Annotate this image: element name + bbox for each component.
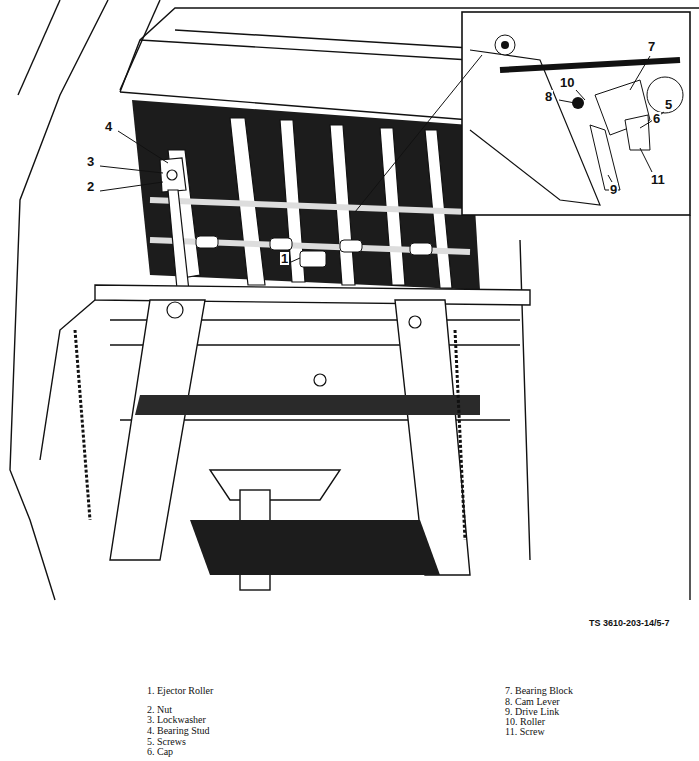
roller-hubs (196, 236, 432, 267)
callout-number: 4 (104, 120, 113, 133)
callout-number: 11 (650, 173, 666, 186)
detail-inset (462, 12, 690, 215)
part-entry: 6. Cap (147, 747, 173, 757)
drive-chains (75, 330, 465, 540)
part-entry: 9. Drive Link (505, 707, 559, 717)
bearing-stud (160, 158, 190, 300)
part-entry: 2. Nut (147, 705, 172, 715)
part-entry: 8. Cam Lever (505, 697, 560, 707)
callout-number: 8 (544, 90, 553, 103)
part-entry: 4. Bearing Stud (147, 726, 210, 736)
callout-number: 7 (647, 40, 656, 53)
callout-number: 10 (559, 76, 575, 89)
brush (135, 395, 480, 415)
callout-number: 2 (86, 180, 95, 193)
figure-reference: TS 3610-203-14/5-7 (589, 619, 670, 628)
part-entry: 5. Screws (147, 737, 186, 747)
part-entry: 1. Ejector Roller (147, 686, 213, 696)
machine-frame (10, 0, 699, 600)
callout-number: 9 (609, 183, 618, 196)
lower-frame (40, 285, 530, 590)
part-entry: 7. Bearing Block (505, 686, 573, 696)
callout-number: 5 (664, 98, 673, 111)
gauges (167, 302, 421, 386)
callout-number: 1 (280, 252, 289, 265)
callout-number: 6 (652, 112, 661, 125)
lower-interior (190, 520, 440, 575)
leader-lines (100, 55, 664, 262)
part-entry: 11. Screw (505, 727, 545, 737)
part-entry: 10. Roller (505, 717, 545, 727)
callout-number: 3 (86, 155, 95, 168)
part-entry: 3. Lockwasher (147, 715, 206, 725)
